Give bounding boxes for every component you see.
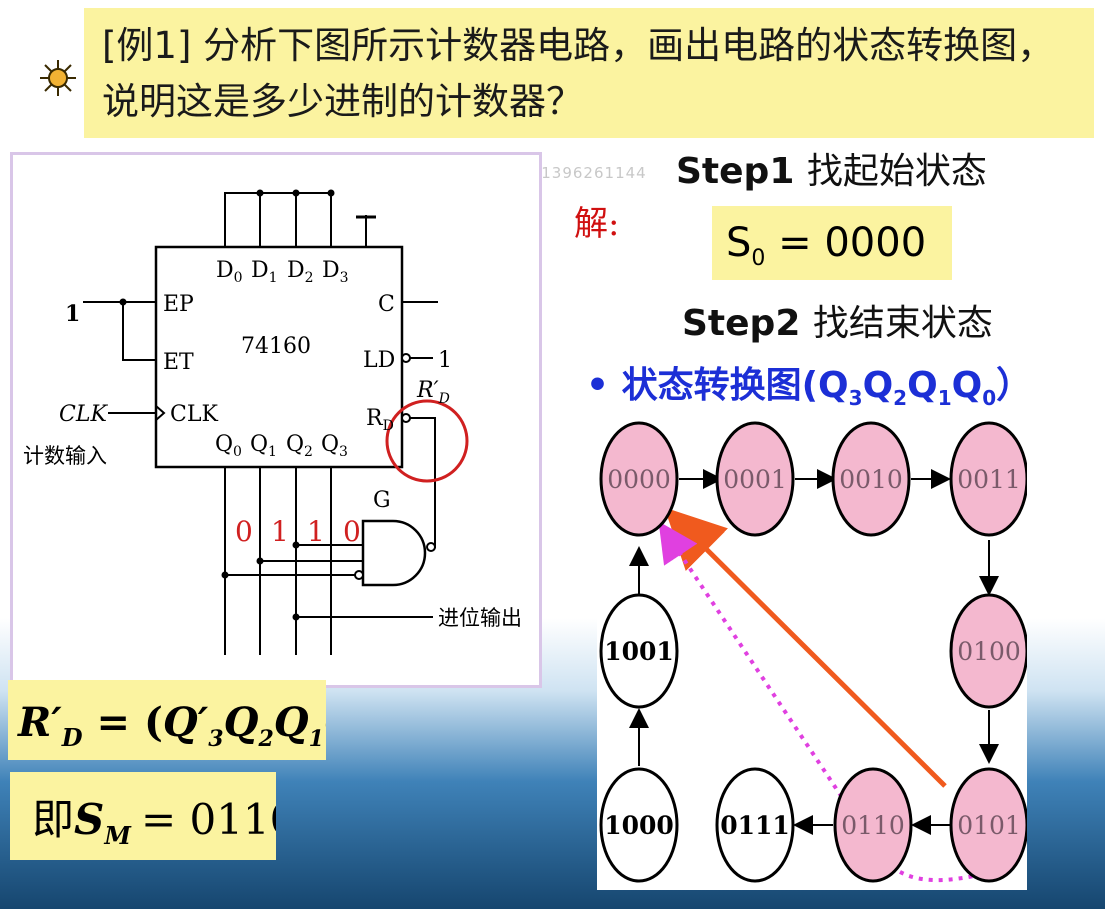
state-node-0001: 0001 xyxy=(715,421,795,537)
pin-c: C xyxy=(378,292,395,317)
state-node-0111: 0111 xyxy=(715,767,795,883)
state-label: 0001 xyxy=(723,465,787,494)
bit-q2: 1 xyxy=(307,515,325,548)
bit-q1: 1 xyxy=(271,515,289,548)
circuit-panel: D0 D1 D2 D3 Q0 Q1 Q2 Q3 EP ET CLK 74160 … xyxy=(10,152,542,688)
state-diagram-heading: • 状态转换图(Q3Q2Q1Q0） xyxy=(586,365,1033,411)
sm-box: 即SM= 0110 xyxy=(10,772,296,860)
pin-rd: RD xyxy=(366,406,394,434)
sm-formula: 即SM= 0110 xyxy=(32,795,276,850)
bit-q0: 0 xyxy=(235,515,253,548)
problem-line-1: [例1] 分析下图所示计数器电路，画出电路的状态转换图， xyxy=(102,24,1055,67)
step2-heading: Step2 找结束状态 xyxy=(682,294,993,346)
step1-label: Step1 xyxy=(676,151,795,192)
state-diagram-title: 状态转换图( xyxy=(621,365,819,406)
pin-d2: D2 xyxy=(287,258,314,286)
state-node-0101: 0101 xyxy=(949,767,1029,883)
pin-clk: CLK xyxy=(170,402,218,427)
s0-symbol: S xyxy=(726,220,752,266)
state-label: 1000 xyxy=(604,811,674,840)
pin-d0: D0 xyxy=(216,258,243,286)
carry-label: 进位输出 xyxy=(438,606,522,630)
pin-d1: D1 xyxy=(251,258,278,286)
chip-name: 74160 xyxy=(241,334,311,359)
state-label: 0110 xyxy=(841,811,905,840)
state-ellipse xyxy=(833,767,913,883)
clk-cn-label: 计数输入 xyxy=(23,444,107,468)
state-label: 0101 xyxy=(957,811,1021,840)
solution-label: 解: xyxy=(574,204,620,244)
state-label: 0111 xyxy=(720,811,790,840)
counter-circuit-diagram: D0 D1 D2 D3 Q0 Q1 Q2 Q3 EP ET CLK 74160 … xyxy=(23,189,522,655)
clk-label: CLK xyxy=(59,402,108,427)
pin-q2: Q2 xyxy=(286,432,313,460)
reset-formula-box: R′D = (Q′3Q2Q1Q′0)′ xyxy=(8,680,414,760)
s0-value: = 0000 xyxy=(778,220,927,266)
ld-one-label: 1 xyxy=(438,348,452,373)
pin-q3: Q3 xyxy=(321,432,348,460)
pin-ep: EP xyxy=(163,292,194,317)
step1-text: 找起始状态 xyxy=(806,151,987,192)
step2-text: 找结束状态 xyxy=(812,303,993,344)
state-node-0000: 0000 xyxy=(599,421,679,537)
state-label: 0100 xyxy=(957,637,1021,666)
state-ellipse xyxy=(715,767,795,883)
state-node-0010: 0010 xyxy=(831,421,911,537)
state-label: 0000 xyxy=(607,465,671,494)
gate-label: G xyxy=(373,488,391,513)
state-node-0100: 0100 xyxy=(949,593,1029,709)
sun-bullet-icon xyxy=(40,60,76,96)
step1-heading: Step1 找起始状态 xyxy=(676,142,987,194)
reset-formula: R′D = (Q′3Q2Q1Q′0)′ xyxy=(17,699,326,752)
state-node-0110: 0110 xyxy=(833,767,913,883)
state-ellipse xyxy=(599,767,679,883)
problem-line-2: 说明这是多少进制的计数器？ xyxy=(102,80,583,123)
reset-arrow xyxy=(664,507,947,788)
pin-d3: D3 xyxy=(322,258,349,286)
state-transition-diagram: 0000 0001 0010 0011 0100 0101 0110 0111 1000 1001 xyxy=(599,421,1029,883)
bullet-dot: • xyxy=(586,365,610,406)
rd-highlight-circle xyxy=(385,399,469,483)
state-node-1000: 1000 xyxy=(599,767,679,883)
pin-q0: Q0 xyxy=(215,432,242,460)
state-ellipse xyxy=(599,593,679,709)
pin-et: ET xyxy=(163,350,194,375)
state-node-0011: 0011 xyxy=(949,421,1029,537)
pin-q1: Q1 xyxy=(250,432,277,460)
problem-statement: [例1] 分析下图所示计数器电路，画出电路的状态转换图， 说明这是多少进制的计数… xyxy=(84,8,1094,138)
state-diagram-panel: 0000 0001 0010 0011 0100 0101 0110 0111 1000 1001 xyxy=(597,410,1029,890)
state-label: 0010 xyxy=(839,465,903,494)
s0-box: S0 = 0000 xyxy=(712,206,952,280)
step2-label: Step2 xyxy=(682,303,801,344)
state-label: 1001 xyxy=(604,637,674,666)
dotted-reset-path xyxy=(658,521,993,883)
state-label: 0011 xyxy=(957,465,1021,494)
state-ellipse xyxy=(715,421,795,537)
state-node-1001: 1001 xyxy=(599,593,679,709)
pin-ld: LD xyxy=(363,348,395,373)
input-one-label: 1 xyxy=(65,301,80,327)
s0-sub: 0 xyxy=(751,246,766,271)
state-ellipse xyxy=(831,421,911,537)
bit-q3: 0 xyxy=(343,515,361,548)
state-ellipse xyxy=(599,421,679,537)
rd-prime-label: R′D xyxy=(416,378,450,407)
